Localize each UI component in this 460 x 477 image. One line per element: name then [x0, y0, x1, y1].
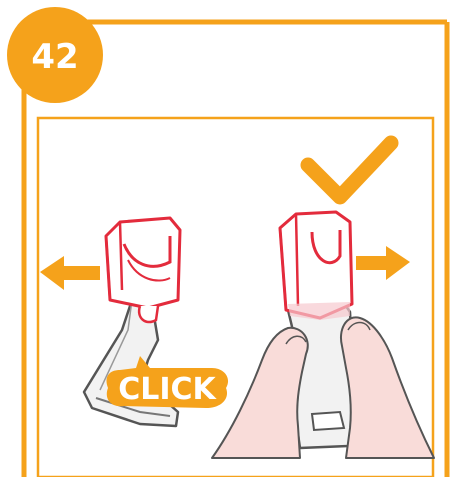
arrow-right-icon — [356, 246, 410, 280]
left-assembly: CLICK — [40, 218, 228, 426]
right-adapter — [280, 212, 352, 318]
right-frame-slot — [312, 412, 344, 430]
right-hand-icon — [341, 317, 434, 458]
step-badge: 42 — [7, 7, 103, 103]
click-label: CLICK — [118, 372, 217, 407]
arrow-left-icon — [40, 256, 100, 290]
step-number: 42 — [31, 37, 78, 77]
checkmark-icon — [308, 143, 391, 197]
right-assembly — [212, 212, 434, 458]
